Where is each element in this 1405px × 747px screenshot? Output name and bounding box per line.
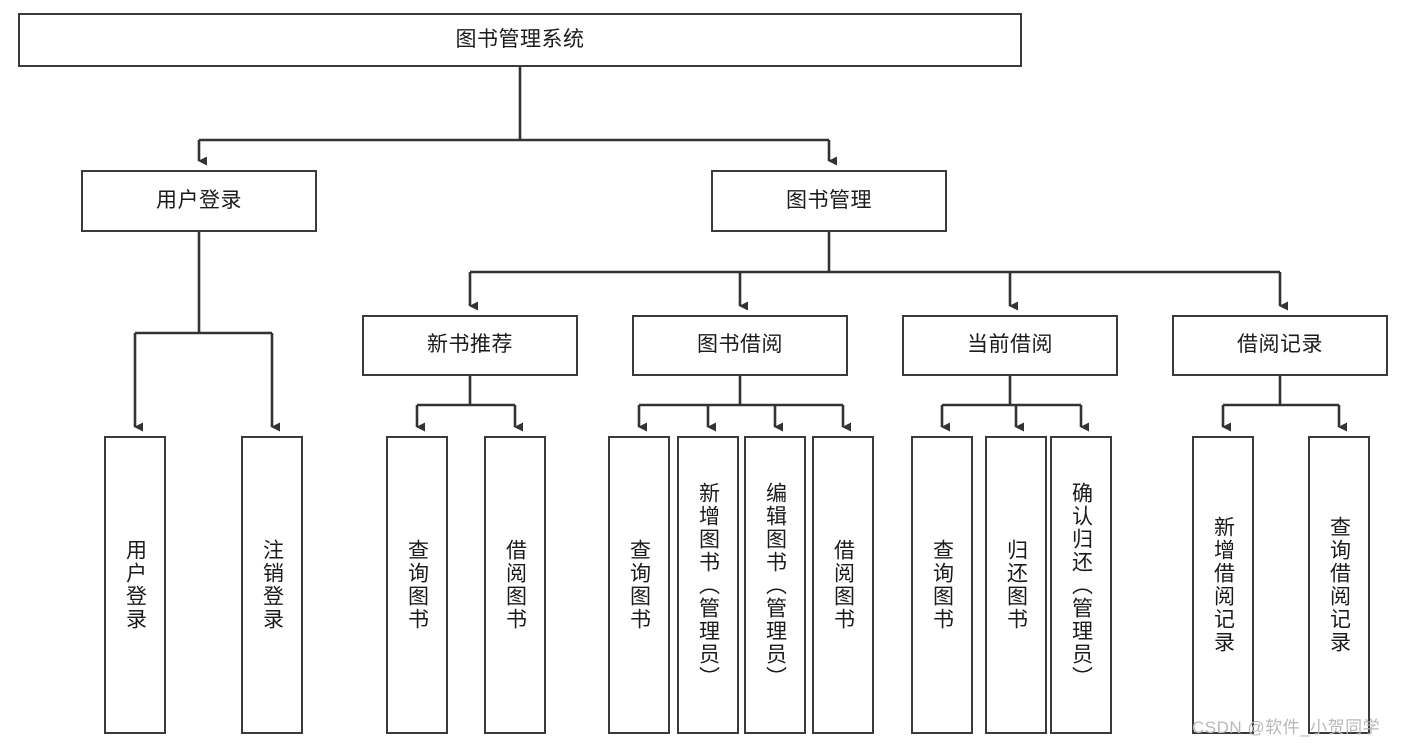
leaf-borrow-add-book-admin[interactable]: 新增图书（管理员） [677,436,739,734]
leaf-record-query-borrow-record[interactable]: 查询借阅记录 [1308,436,1370,734]
leaf-current-confirm-return-admin[interactable]: 确认归还（管理员） [1050,436,1112,734]
connector-group [133,67,1347,432]
leaf-borrow-borrow-book-label: 借阅图书 [831,539,855,631]
node-new-book-recommend-label: 新书推荐 [427,333,513,357]
node-root-label: 图书管理系统 [455,27,585,51]
leaf-borrow-query-book-label: 查询图书 [627,539,651,631]
node-current-borrow[interactable]: 当前借阅 [902,315,1118,376]
node-borrow-record[interactable]: 借阅记录 [1172,315,1388,376]
leaf-current-return-book[interactable]: 归还图书 [985,436,1047,734]
leaf-record-add-borrow-record[interactable]: 新增借阅记录 [1192,436,1254,734]
leaf-borrow-add-book-admin-label: 新增图书（管理员） [696,481,720,689]
leaf-current-query-book-label: 查询图书 [930,539,954,631]
leaf-recommend-query-book[interactable]: 查询图书 [386,436,448,734]
leaf-record-query-borrow-record-label: 查询借阅记录 [1327,516,1351,654]
leaf-current-confirm-return-admin-label: 确认归还（管理员） [1069,481,1093,689]
node-current-borrow-label: 当前借阅 [967,333,1053,357]
leaf-borrow-edit-book-admin[interactable]: 编辑图书（管理员） [744,436,806,734]
node-borrow-record-label: 借阅记录 [1237,333,1323,357]
node-root[interactable]: 图书管理系统 [18,13,1022,67]
leaf-recommend-borrow-book[interactable]: 借阅图书 [484,436,546,734]
leaf-record-add-borrow-record-label: 新增借阅记录 [1211,516,1235,654]
node-book-borrow[interactable]: 图书借阅 [632,315,848,376]
node-new-book-recommend[interactable]: 新书推荐 [362,315,578,376]
leaf-user-logout-label: 注销登录 [260,539,284,631]
leaf-current-query-book[interactable]: 查询图书 [911,436,973,734]
leaf-user-login-label: 用户登录 [123,539,147,631]
node-book-management-module[interactable]: 图书管理 [711,170,947,232]
leaf-borrow-borrow-book[interactable]: 借阅图书 [812,436,874,734]
node-user-login-module-label: 用户登录 [156,188,242,212]
leaf-current-return-book-label: 归还图书 [1004,539,1028,631]
leaf-user-logout[interactable]: 注销登录 [241,436,303,734]
leaf-user-login[interactable]: 用户登录 [104,436,166,734]
leaf-recommend-query-book-label: 查询图书 [405,539,429,631]
leaf-borrow-edit-book-admin-label: 编辑图书（管理员） [763,481,787,689]
node-book-borrow-label: 图书借阅 [697,333,783,357]
leaf-recommend-borrow-book-label: 借阅图书 [503,539,527,631]
leaf-borrow-query-book[interactable]: 查询图书 [608,436,670,734]
node-user-login-module[interactable]: 用户登录 [81,170,317,232]
node-book-management-module-label: 图书管理 [786,188,872,212]
